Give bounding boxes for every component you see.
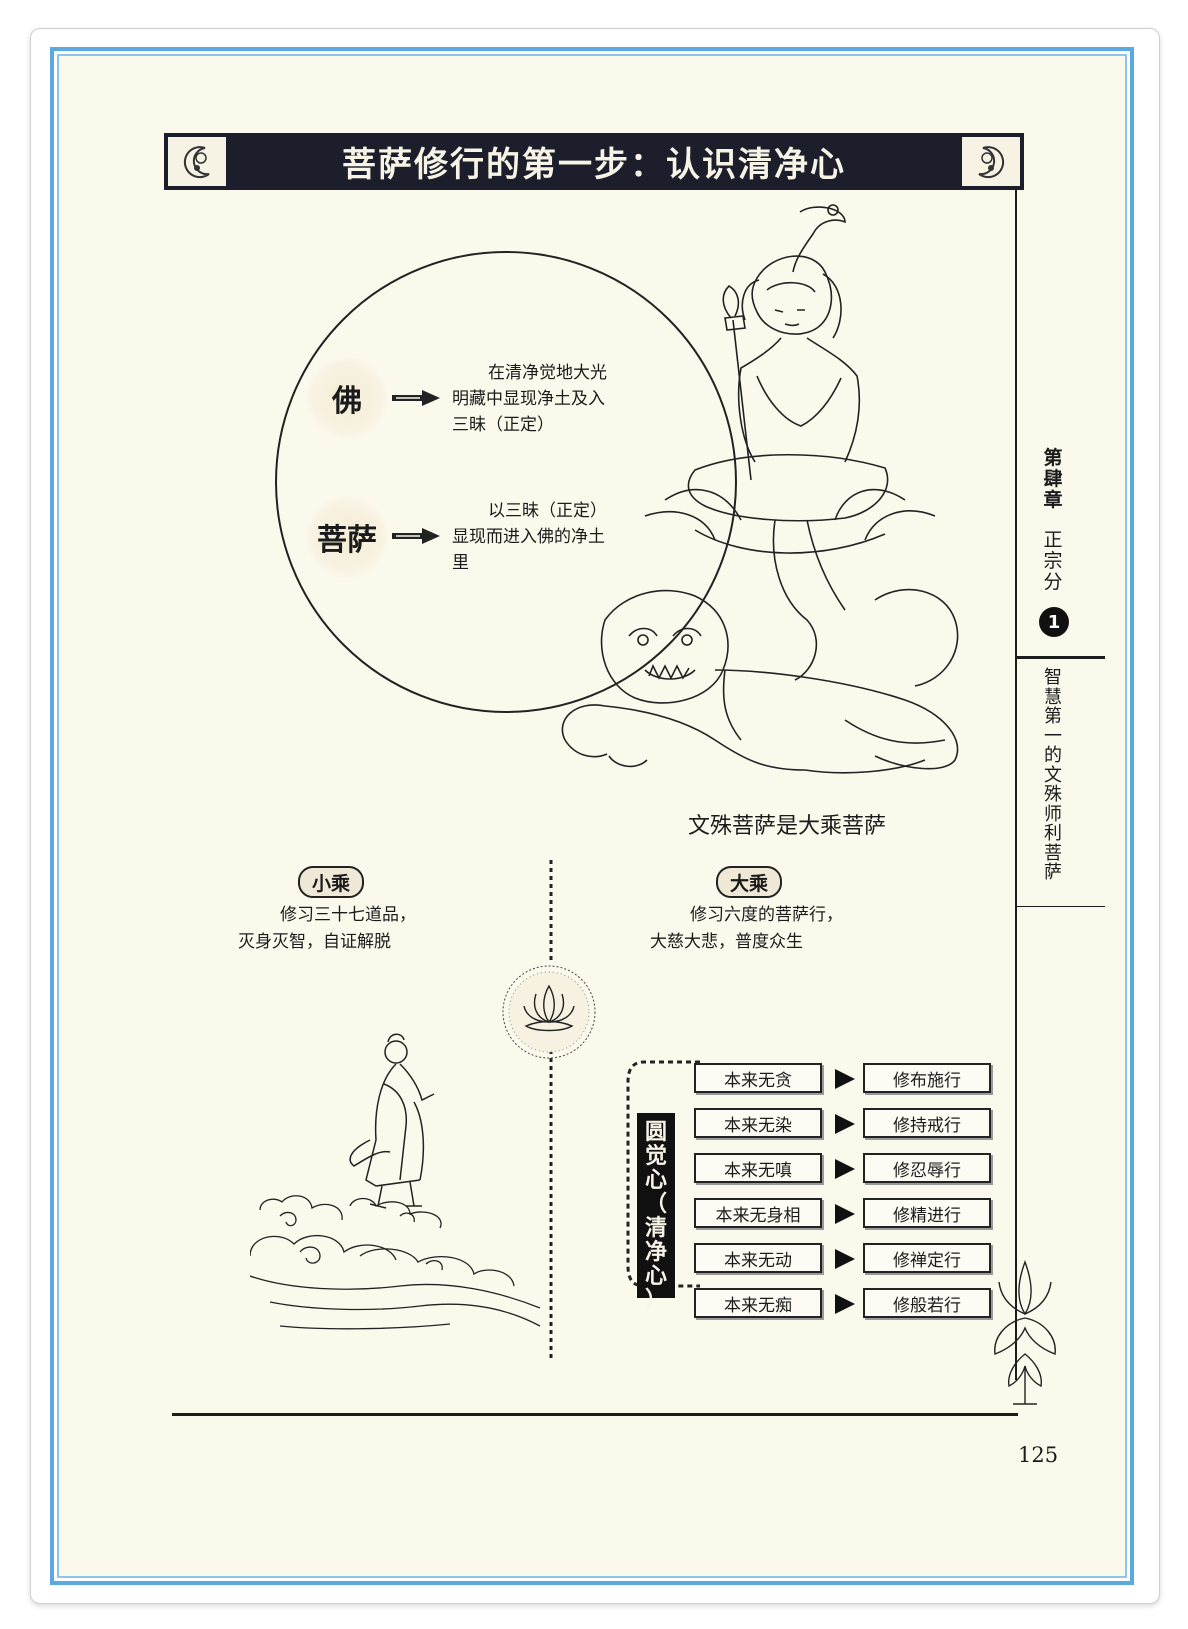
arrow-right-icon (835, 1114, 855, 1134)
footer-rule (172, 1413, 1018, 1416)
arrow-icon (392, 390, 440, 406)
dotted-divider (549, 860, 553, 1360)
arrow-right-icon (835, 1294, 855, 1314)
book-page (57, 54, 1127, 1578)
title-banner: 菩萨修行的第一步：认识清净心 (164, 133, 1024, 190)
mahayana-label: 大乘 (716, 866, 783, 898)
arrow-icon (392, 528, 440, 544)
buddha-description: 在清净觉地大光 明藏中显现净土及入 三昧（正定） (452, 363, 607, 435)
sidebar-subtitle: 智慧第一的文殊师利菩萨 (1044, 667, 1062, 883)
lotus-ornament-icon (994, 1260, 1056, 1405)
hinayana-description: 修习三十七道品， 灭身灭智，自证解脱 (238, 905, 416, 952)
origin-box: 本来无动 (694, 1243, 822, 1273)
sidebar-section: 正宗分 (1043, 529, 1063, 593)
origin-box: 本来无痴 (694, 1288, 822, 1318)
sidebar-divider-bottom (1017, 906, 1105, 907)
manjushri-on-lion-illustration (561, 204, 959, 774)
practice-box: 修忍辱行 (863, 1153, 991, 1183)
origin-box: 本来无嗔 (694, 1153, 822, 1183)
origin-box: 本来无身相 (694, 1198, 822, 1228)
arrow-right-icon (835, 1204, 855, 1224)
practice-box: 修般若行 (863, 1288, 991, 1318)
bodhisattva-description: 以三昧（正定） 显现而进入佛的净土 里 (452, 501, 607, 573)
section-number-badge: 1 (1039, 607, 1069, 637)
arrow-right-icon (835, 1249, 855, 1269)
arrow-right-icon (835, 1159, 855, 1179)
lotus-icon (502, 965, 596, 1059)
practice-box: 修持戒行 (863, 1108, 991, 1138)
pure-heart-label: 圆觉心 （清净 心） (637, 1113, 675, 1313)
moon-ornament-icon (168, 137, 226, 186)
page-frame (50, 47, 1134, 1585)
arrow-right-icon (835, 1069, 855, 1089)
hinayana-label: 小乘 (298, 866, 365, 898)
sidebar-chapter: 第肆章 (1043, 447, 1063, 511)
page-number: 125 (1018, 1443, 1059, 1467)
page-title: 菩萨修行的第一步：认识清净心 (342, 145, 846, 185)
illustration-circle (275, 251, 737, 713)
bodhisattva-label: 菩萨 (306, 496, 388, 578)
moon-ornament-icon (962, 137, 1020, 186)
practice-box: 修布施行 (863, 1063, 991, 1093)
practice-box: 修禅定行 (863, 1243, 991, 1273)
origin-box: 本来无染 (694, 1108, 822, 1138)
sidebar-divider (1017, 656, 1105, 659)
practice-box: 修精进行 (863, 1198, 991, 1228)
devotee-on-clouds-illustration (250, 1033, 541, 1330)
origin-box: 本来无贪 (694, 1063, 822, 1093)
sidebar-rule (1015, 190, 1017, 1380)
buddha-label: 佛 (306, 357, 388, 439)
mahayana-description: 修习六度的菩萨行， 大慈大悲，普度众生 (650, 905, 843, 952)
illustration-caption: 文殊菩萨是大乘菩萨 (688, 814, 887, 839)
